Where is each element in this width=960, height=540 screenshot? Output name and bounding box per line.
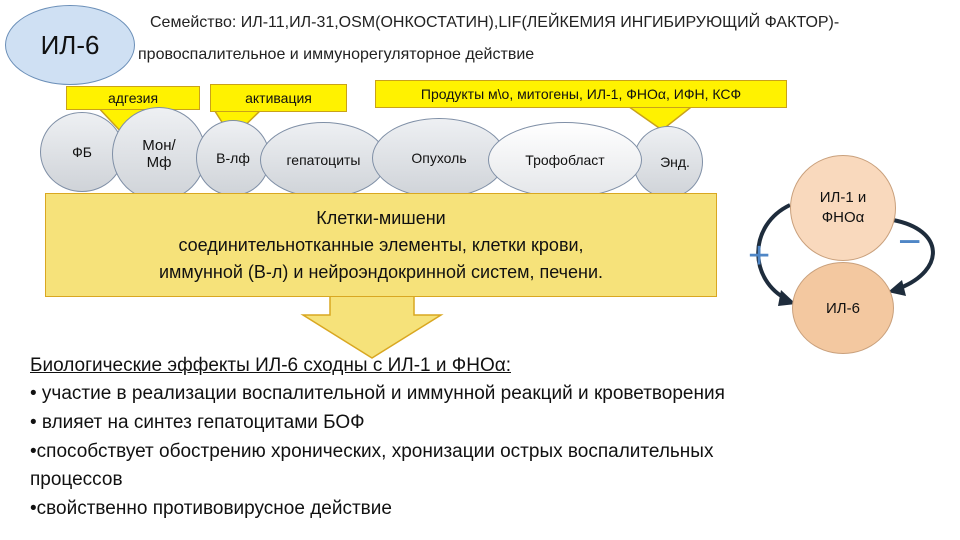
- cell-tumor: Опухоль: [372, 118, 506, 198]
- right-cycle-arrow: [892, 218, 935, 290]
- cycle-circle-top: ИЛ-1 и ФНОα: [790, 155, 896, 261]
- cell-hepatocytes: гепатоциты: [260, 122, 387, 198]
- cycle-circle-bottom: ИЛ-6: [792, 262, 894, 354]
- cell-b-lymphocyte-label: В-лф: [216, 150, 250, 166]
- effect-item-3-continued: процессов: [30, 469, 123, 490]
- target-cells-line-2: соединительнотканные элементы, клетки кр…: [178, 235, 584, 255]
- il6-badge-label: ИЛ-6: [40, 29, 100, 60]
- target-cells-title: Клетки-мишени: [316, 208, 446, 228]
- cell-fb: ФБ: [40, 112, 124, 192]
- plus-sign: +: [748, 235, 771, 277]
- down-arrow-shape: [300, 294, 444, 359]
- effect-item-4: •свойственно противовирусное действие: [30, 498, 392, 519]
- cell-monocyte-label-1: Мон/: [142, 137, 176, 154]
- cell-tumor-label: Опухоль: [411, 150, 467, 166]
- family-line-2: провоспалительное и иммунорегуляторное д…: [138, 46, 535, 63]
- target-cells-box: Клетки-мишени соединительнотканные элеме…: [45, 193, 717, 297]
- effects-heading: Биологические эффекты ИЛ-6 сходны с ИЛ-1…: [30, 355, 511, 376]
- cycle-top-label-2: ФНОα: [821, 209, 865, 226]
- cell-end: Энд.: [633, 126, 703, 198]
- cell-fb-label: ФБ: [72, 144, 92, 160]
- family-line-1: Семейство: ИЛ-11,ИЛ-31,OSM(ОНКОСТАТИН),L…: [150, 14, 840, 31]
- target-cells-line-3: иммунной (В-л) и нейроэндокринной систем…: [158, 262, 604, 282]
- effect-item-3: •способствует обострению хронических, хр…: [30, 441, 714, 462]
- cell-monocyte: Мон/ Мф: [112, 107, 206, 201]
- cell-b-lymphocyte: В-лф: [196, 120, 270, 196]
- cell-monocyte-label-2: Мф: [146, 154, 172, 171]
- cell-hepatocytes-label: гепатоциты: [286, 152, 361, 168]
- minus-sign: −: [898, 220, 922, 264]
- cycle-bottom-label: ИЛ-6: [826, 299, 860, 317]
- effect-item-2: • влияет на синтез гепатоцитами БОФ: [30, 412, 365, 433]
- cycle-top-label-1: ИЛ-1 и: [819, 189, 867, 206]
- left-cycle-arrowhead: [778, 290, 796, 306]
- cell-end-label: Энд.: [660, 154, 690, 170]
- left-cycle-arrow: [756, 203, 791, 302]
- effect-item-1: • участие в реализации воспалительной и …: [30, 383, 725, 404]
- right-cycle-arrowhead: [888, 280, 906, 296]
- il6-badge: ИЛ-6: [5, 5, 135, 85]
- tag-activation: активация: [210, 84, 347, 112]
- tag-products: Продукты м\о, митогены, ИЛ-1, ФНОα, ИФН,…: [375, 80, 787, 108]
- cell-trophoblast-label: Трофобласт: [525, 152, 605, 168]
- cell-trophoblast: Трофобласт: [488, 122, 642, 198]
- tag-adhesion: адгезия: [66, 86, 200, 110]
